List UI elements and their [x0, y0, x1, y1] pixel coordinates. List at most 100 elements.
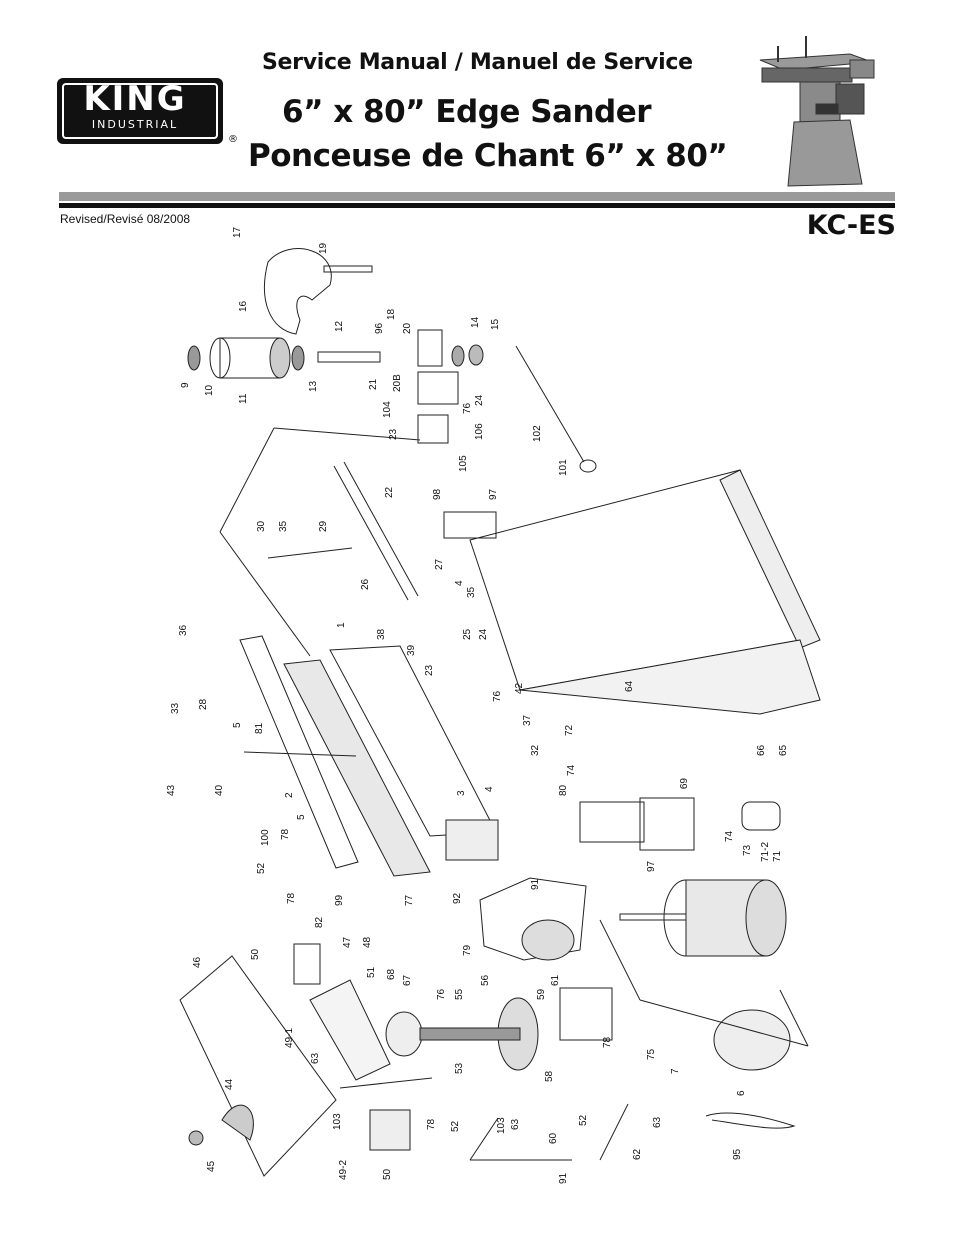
part-label: 48	[362, 936, 373, 948]
part-label: 39	[406, 644, 417, 656]
part-label: 78	[286, 892, 297, 904]
model-number: KC-ES	[806, 210, 896, 241]
power-cord-part	[705, 1112, 796, 1129]
part-label: 3	[456, 790, 467, 796]
part-label: 77	[404, 894, 415, 906]
title-french: Ponceuse de Chant 6” x 80”	[248, 138, 728, 174]
long-rod-part	[515, 345, 585, 463]
part-label: 26	[360, 578, 371, 590]
part-label: 98	[432, 488, 443, 500]
part-label: 13	[308, 380, 319, 392]
part-label: 56	[480, 974, 491, 986]
part-label: 17	[232, 226, 243, 238]
part-label: 76	[492, 690, 503, 702]
part-label: 91	[558, 1172, 569, 1184]
part-label: 61	[550, 974, 561, 986]
part-label: 63	[652, 1116, 663, 1128]
part-label: 30	[256, 520, 267, 532]
part-label: 97	[488, 488, 499, 500]
part-label: 36	[178, 624, 189, 636]
part-label: 16	[238, 300, 249, 312]
part-label: 5	[296, 814, 307, 820]
part-label: 27	[434, 558, 445, 570]
part-label: 28	[198, 698, 209, 710]
logo-brand: KING	[83, 79, 187, 119]
part-label: 101	[558, 459, 569, 476]
part-label: 102	[532, 425, 543, 442]
part-label: 42	[514, 682, 525, 694]
part-label: 19	[318, 242, 329, 254]
miter-gauge-part	[221, 1104, 254, 1141]
part-label: 103	[496, 1117, 507, 1134]
part-label: 14	[470, 316, 481, 328]
part-label: 1	[336, 622, 347, 628]
part-label: 38	[376, 628, 387, 640]
part-label: 29	[318, 520, 329, 532]
part-label: 23	[388, 428, 399, 440]
part-label: 105	[458, 455, 469, 472]
bracket-part	[417, 329, 443, 367]
part-label: 53	[454, 1062, 465, 1074]
logo-frame	[62, 83, 218, 139]
part-label: 49-2	[338, 1160, 349, 1180]
revision-date: Revised/Revisé 08/2008	[60, 212, 191, 226]
part-label: 40	[214, 784, 225, 796]
part-label: 7	[670, 1068, 681, 1074]
part-label: 63	[510, 1118, 521, 1130]
part-label: 65	[778, 744, 789, 756]
part-label: 32	[530, 744, 541, 756]
part-label: 33	[170, 702, 181, 714]
part-label: 49-1	[284, 1028, 295, 1048]
part-label: 11	[238, 393, 249, 404]
part-label: 91	[530, 878, 541, 890]
part-label: 50	[250, 948, 261, 960]
part-label: 22	[384, 486, 395, 498]
part-label: 82	[314, 916, 325, 928]
part-label: 4	[484, 786, 495, 792]
part-label: 92	[452, 892, 463, 904]
part-label: 81	[254, 722, 265, 734]
part-label: 72	[564, 724, 575, 736]
part-label: 37	[522, 714, 533, 726]
part-label: 100	[260, 829, 271, 846]
part-label: 45	[206, 1160, 217, 1172]
part-label: 46	[192, 956, 203, 968]
part-label: 43	[166, 784, 177, 796]
part-label: 76	[436, 988, 447, 1000]
part-label: 76	[462, 402, 473, 414]
logo-badge: KING INDUSTRIAL	[57, 78, 223, 144]
rod-part	[323, 265, 373, 273]
part-label: 24	[478, 628, 489, 640]
king-industrial-logo: KING INDUSTRIAL	[57, 78, 227, 146]
service-manual-heading: Service Manual / Manuel de Service	[262, 50, 693, 75]
part-label: 68	[386, 968, 397, 980]
part-label: 80	[558, 784, 569, 796]
logo-brand-sub: INDUSTRIAL	[91, 118, 179, 131]
part-label: 51	[366, 966, 377, 978]
part-label: 9	[180, 382, 191, 388]
part-label: 95	[732, 1148, 743, 1160]
bearing-part	[291, 345, 305, 371]
part-label: 58	[544, 1070, 555, 1082]
part-label: 104	[382, 401, 393, 418]
part-label: 5	[232, 722, 243, 728]
part-label: 6	[736, 1090, 747, 1096]
part-label: 47	[342, 936, 353, 948]
part-label: 67	[402, 974, 413, 986]
header-rule-gray	[59, 192, 895, 201]
part-label: 20B	[392, 374, 403, 392]
part-label: 62	[632, 1148, 643, 1160]
part-label: 96	[374, 322, 385, 334]
part-label: 103	[332, 1113, 343, 1130]
part-label: 74	[566, 764, 577, 776]
registered-mark: ®	[228, 134, 238, 145]
part-label: 23	[424, 664, 435, 676]
part-label: 97	[646, 860, 657, 872]
part-label: 63	[310, 1052, 321, 1064]
part-label: 18	[386, 308, 397, 320]
part-label: 55	[454, 988, 465, 1000]
part-label: 66	[756, 744, 767, 756]
part-label: 59	[536, 988, 547, 1000]
part-label: 60	[548, 1132, 559, 1144]
part-label: 78	[602, 1036, 613, 1048]
